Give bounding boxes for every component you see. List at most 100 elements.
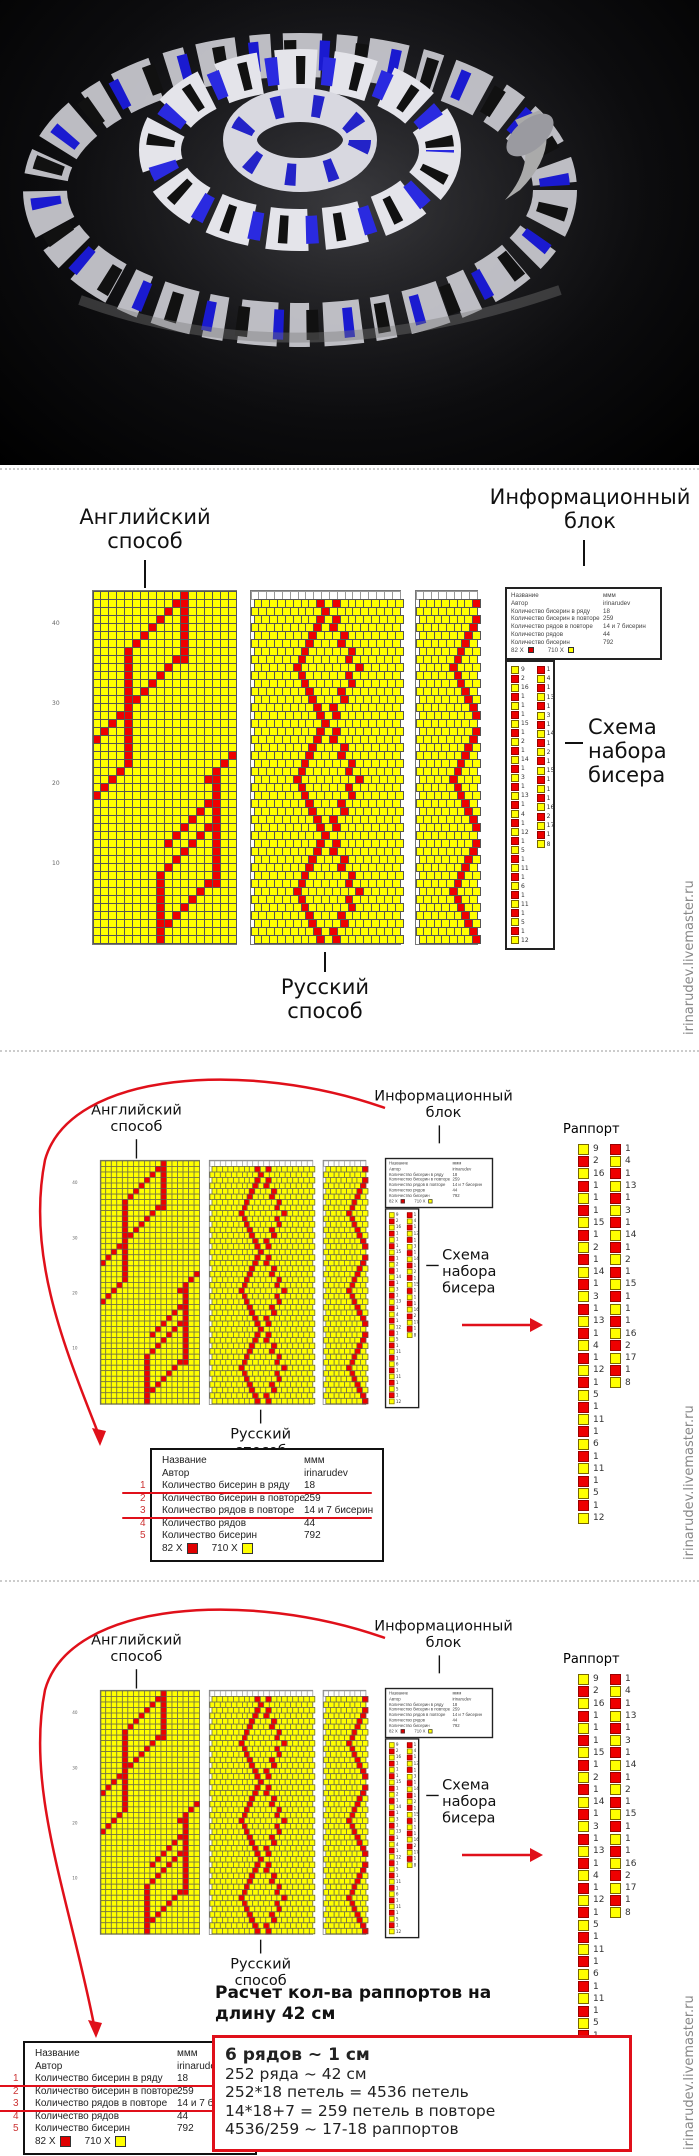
- yellow-bead-swatch: [388, 1386, 395, 1393]
- bead-count: 15: [395, 1249, 402, 1255]
- bead-count: 3: [546, 712, 551, 720]
- info-label: Количество бисерин: [511, 638, 570, 646]
- bead-count: 1: [521, 891, 525, 899]
- red-bead-swatch: [536, 794, 545, 803]
- yellow-bead-swatch: [388, 1261, 395, 1268]
- bead-step: 1: [536, 757, 555, 766]
- yellow-bead-swatch: [406, 1231, 413, 1237]
- bead-step: 2: [536, 748, 555, 757]
- bead-count: 12: [521, 828, 529, 836]
- bead-cell: [308, 1187, 315, 1195]
- bead-cell: [308, 1342, 315, 1350]
- bead-step: 1: [511, 800, 529, 809]
- red-bead-swatch: [511, 873, 519, 882]
- bead-cell: [471, 630, 481, 640]
- bead-cell: [471, 887, 481, 897]
- bead-step: 1: [511, 710, 529, 719]
- bead-cell: [361, 1243, 368, 1250]
- bead-cell: [361, 1298, 368, 1305]
- row-number: 30: [72, 1235, 78, 1241]
- bead-cell: [308, 1387, 315, 1394]
- bead-step: 9: [511, 665, 529, 674]
- bead-cell: [394, 871, 404, 881]
- bead-step: 1: [511, 728, 529, 737]
- bead-count: 1: [395, 1393, 399, 1398]
- yellow-bead-swatch: [406, 1243, 413, 1250]
- bead-count: 6: [395, 1361, 399, 1367]
- yellow-bead-swatch: [536, 748, 545, 757]
- bead-count: 1: [521, 711, 525, 719]
- bead-cell: [308, 1210, 315, 1217]
- bead-count: 1: [521, 693, 525, 701]
- yellow-bead-swatch: [511, 846, 519, 855]
- bead-count: 1: [521, 909, 525, 917]
- bead-cell: [471, 710, 481, 720]
- red-bead-swatch: [536, 739, 545, 748]
- bead-cell: [394, 678, 404, 688]
- yellow-bead-swatch: [406, 1319, 413, 1326]
- bead-count: 2: [546, 813, 551, 821]
- bead-cell: [361, 1387, 368, 1394]
- bead-step: 1: [536, 739, 555, 748]
- english-method-grid: [99, 1159, 200, 1405]
- bead-cell: [394, 598, 404, 608]
- bead-step: 1: [511, 701, 529, 710]
- yellow-bead-swatch: [511, 882, 519, 891]
- yellow-bead-swatch: [406, 1332, 413, 1339]
- bead-cell: [308, 1221, 315, 1228]
- red-bead-swatch: [388, 1268, 395, 1274]
- bead-count: 3: [395, 1287, 399, 1292]
- bead-step: 12: [388, 1398, 401, 1405]
- red-bead-swatch: [406, 1212, 413, 1218]
- bead-step: 16: [511, 683, 529, 692]
- bead-cell: [394, 791, 404, 801]
- bead-count: 4: [521, 810, 525, 818]
- bead-count: 1: [395, 1243, 399, 1249]
- row-number: 40: [72, 1710, 78, 1716]
- yellow-bead-swatch: [511, 701, 519, 710]
- russian-method-grid-partial: [415, 590, 481, 945]
- info-value: irinarudev: [603, 599, 631, 607]
- yellow-bead-swatch: [536, 729, 545, 738]
- bead-cell: [471, 839, 481, 849]
- bead-count: 1: [521, 837, 525, 845]
- yellow-bead-swatch: [388, 1274, 395, 1280]
- bead-step: 13: [511, 791, 529, 800]
- yellow-bead-swatch: [511, 810, 519, 819]
- bead-cell: [394, 614, 404, 624]
- yellow-bead-swatch: [406, 1281, 413, 1288]
- bead-cell: [394, 646, 404, 656]
- snake-illustration: [0, 0, 699, 465]
- legend-count: 710 X: [414, 1198, 426, 1204]
- yellow-bead-swatch: [511, 665, 519, 674]
- yellow-bead-swatch: [388, 1336, 395, 1343]
- bead-count: 6: [521, 882, 525, 890]
- red-bead-swatch: [511, 764, 519, 773]
- bead-cell: [471, 823, 481, 833]
- bead-step: 11: [511, 900, 529, 909]
- bead-count: 16: [521, 684, 529, 692]
- bead-count: 1: [413, 1263, 417, 1268]
- bead-cell: [361, 1176, 368, 1184]
- yellow-bead-swatch: [536, 785, 545, 794]
- bead-cell: [471, 903, 481, 913]
- bead-step: 1: [511, 746, 529, 755]
- red-bead-swatch: [536, 830, 545, 839]
- bead-step: 12: [511, 828, 529, 837]
- yellow-bead-swatch: [388, 1349, 395, 1355]
- bead-cell: [361, 1276, 368, 1283]
- yellow-bead-swatch: [536, 711, 545, 720]
- bead-count: 2: [521, 675, 525, 683]
- bead-cell: [308, 1365, 315, 1372]
- bead-count: 1: [413, 1288, 417, 1294]
- bead-step: 15: [536, 766, 554, 775]
- bead-count: 2: [395, 1218, 399, 1224]
